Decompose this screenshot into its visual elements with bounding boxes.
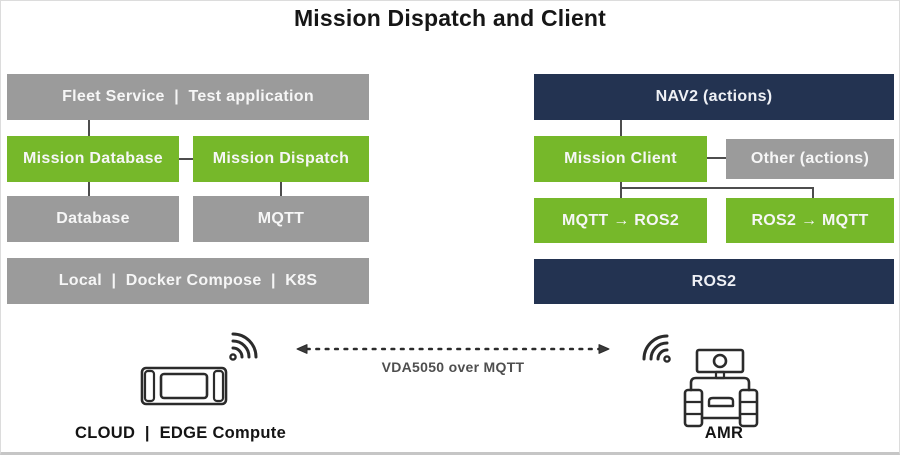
box-mqtt-to-ros2: MQTT → ROS2 [534,198,707,243]
connector-branch-horizontal [621,187,814,189]
dashed-double-arrow [289,340,617,358]
box-mission-database: Mission Database [7,136,179,182]
connector-branch-to-ros2mqtt [812,187,814,198]
box-mission-client: Mission Client [534,136,707,182]
box-fleet-service: Fleet Service | Test application [7,74,369,120]
box-nav2: NAV2 (actions) [534,74,894,120]
connector-client-to-other [707,157,726,159]
box-mqtt: MQTT [193,196,369,242]
cloud-edge-label: CLOUD | EDGE Compute [75,424,287,442]
amr-robot-icon [683,348,759,428]
box-other-actions: Other (actions) [726,139,894,179]
wifi-signal-icon [227,325,269,363]
connector-nav2-to-client [620,120,622,136]
connector-missiondb-to-dispatch [179,158,193,160]
box-mission-dispatch: Mission Dispatch [193,136,369,182]
box-database: Database [7,196,179,242]
box-ros2: ROS2 [534,259,894,304]
box-deploy-platform: Local | Docker Compose | K8S [7,258,369,304]
page-title: Mission Dispatch and Client [293,5,607,31]
link-protocol-label: VDA5050 over MQTT [381,359,525,375]
connector-dispatch-to-mqtt [280,182,282,196]
box-ros2-to-mqtt: ROS2 → MQTT [726,198,894,243]
connector-client-to-mqttros2 [620,182,622,198]
edge-server-icon [139,365,229,407]
amr-label: AMR [704,424,744,442]
wifi-signal-icon [631,327,673,365]
connector-missiondb-to-database [88,182,90,196]
connector-fleet-to-missiondb [88,120,90,136]
